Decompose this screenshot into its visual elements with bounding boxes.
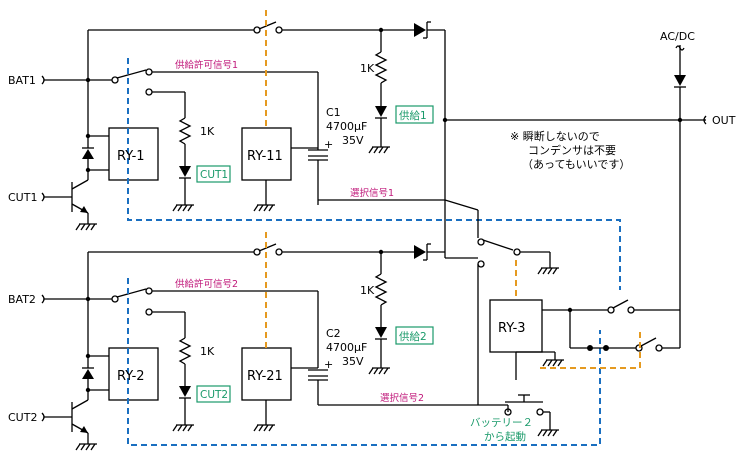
permit2-label: 供給許可信号2 (175, 278, 238, 290)
ry3-label: RY-3 (498, 321, 526, 336)
button-label-line2: から起動 (484, 430, 526, 443)
out-label: OUT (712, 114, 736, 127)
svg-text:+: + (324, 138, 333, 151)
out-terminal (703, 115, 707, 125)
bat1-label: BAT1 (8, 74, 36, 87)
r3-label: 1K (360, 62, 375, 75)
supply2-led-label: 供給2 (399, 330, 427, 343)
acdc-label: AC/DC (660, 30, 695, 43)
cut2-led-label: CUT2 (200, 389, 228, 401)
button-label-line1: バッテリー２ (470, 417, 533, 429)
relay-ry1 (108, 127, 159, 181)
output-section (445, 45, 707, 125)
resistor-r2 (178, 337, 192, 365)
relay-ry3 (489, 299, 543, 353)
c1-value: 4700μF (326, 120, 367, 133)
resistor-r1 (178, 117, 192, 145)
svg-text:+: + (324, 358, 333, 371)
led-cut1 (179, 166, 191, 177)
supply1-led-label: 供給1 (399, 109, 427, 122)
resistor-r3 (374, 51, 388, 84)
relay-ry21 (241, 347, 292, 401)
ry2-label: RY-2 (117, 369, 145, 384)
note-line3: （あってもいいです） (522, 158, 630, 171)
permit1-label: 供給許可信号1 (175, 59, 238, 71)
c1-name: C1 (326, 106, 341, 119)
c2-name: C2 (326, 327, 341, 340)
bat2-label: BAT2 (8, 293, 36, 306)
r2-label: 1K (200, 345, 215, 358)
ry11-label: RY-11 (247, 149, 283, 164)
c2-voltage: 35V (342, 355, 364, 368)
led-supply2 (375, 327, 387, 338)
select2-label: 選択信号2 (380, 392, 424, 404)
diode-main-1 (414, 23, 426, 37)
c1-voltage: 35V (342, 134, 364, 147)
diode-acdc (674, 75, 686, 86)
cut1-label: CUT1 (8, 191, 37, 204)
led-supply1 (375, 106, 387, 117)
c2-value: 4700μF (326, 341, 367, 354)
note-line2: コンデンサは不要 (528, 143, 616, 157)
selector-section (444, 120, 681, 437)
r1-label: 1K (200, 125, 215, 138)
relay-ry2 (108, 347, 159, 401)
resistor-r4 (374, 273, 388, 306)
diode-main-2 (414, 245, 426, 259)
ry11-contact (253, 26, 261, 34)
led-cut2 (179, 386, 191, 397)
channel-1: + (41, 10, 621, 290)
ry1-label: RY-1 (117, 149, 145, 164)
select1-label: 選択信号1 (350, 187, 394, 199)
bat1-terminal (41, 75, 45, 85)
note-line1: ※ 瞬断しないので (510, 129, 600, 143)
ry21-label: RY-21 (247, 369, 283, 384)
r4-label: 1K (360, 284, 375, 297)
cut2-label: CUT2 (8, 411, 37, 424)
channel-2: + (41, 232, 601, 451)
cut1-led-label: CUT1 (200, 169, 228, 181)
